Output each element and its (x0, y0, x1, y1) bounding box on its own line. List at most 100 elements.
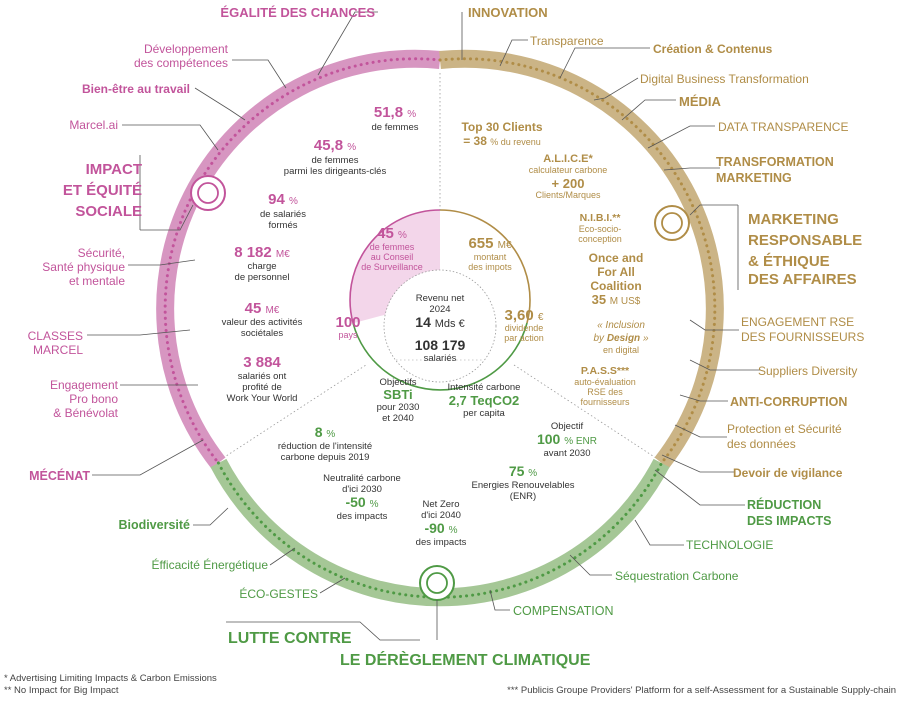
kpi-wyw-l2: profité de (242, 382, 282, 393)
label-reduction-2: DES IMPACTS (747, 514, 832, 528)
kpi-personnel-l1: charge (247, 261, 276, 272)
label-mecenat: MÉCÉNAT (29, 468, 90, 483)
climate-kpis: 8 % réduction de l'intensité carbone dep… (278, 421, 597, 548)
connectors-marketing (461, 12, 760, 473)
kpi-top30-l1: Top 30 Clients (461, 120, 542, 134)
kpi-top30-l2: = 38 % du revenu (463, 134, 541, 148)
connectors-climate (193, 469, 745, 641)
kpi-societal-l1: valeur des activités (222, 317, 303, 328)
divider-left (219, 364, 367, 461)
dividend-l1: dividende (505, 323, 544, 333)
kpi-netzero-l3: des impacts (416, 537, 467, 548)
kpi-women-leaders-l1: de femmes (312, 155, 359, 166)
label-egalite: ÉGALITÉ DES CHANCES (220, 5, 375, 20)
revenue-year: 2024 (429, 304, 450, 315)
countries-label: pays (338, 330, 358, 340)
kpi-ofa-l2: For All (597, 265, 635, 279)
women-board-value: 45 % (377, 225, 407, 242)
social-kpis: 51,8 % de femmes 45,8 % de femmes parmi … (222, 104, 419, 404)
taxes-l2: des impots (468, 262, 512, 272)
dividend-value: 3,60 € (505, 307, 544, 324)
label-bien-etre: Bien-être au travail (82, 82, 190, 96)
kpi-ofa-l1: Once and (589, 251, 644, 265)
kpi-women-label: de femmes (372, 122, 419, 133)
center-circle (219, 73, 657, 461)
kpi-ibd-l2: by Design » (593, 333, 648, 344)
label-eng-rse-2: DES FOURNISSEURS (741, 330, 864, 344)
label-engagement-2: Pro bono (69, 392, 118, 406)
taxes-value: 655 M€ (468, 235, 512, 252)
revenue-label: Revenu net (416, 293, 465, 304)
sbti-l1: Objectifs (380, 377, 417, 388)
women-board-l1: de femmes (370, 242, 415, 252)
kpi-neutral-value: -50 % (345, 494, 378, 510)
climate-title-1: LUTTE CONTRE (228, 630, 352, 647)
ring-dots-climate (216, 461, 664, 599)
connectors-social (87, 11, 378, 476)
kpi-women-leaders-l2: parmi les dirigeants-clés (284, 166, 387, 177)
employees-value: 108 179 (415, 337, 466, 353)
kpi-neutral-l2: d'ici 2030 (342, 484, 382, 495)
marker-climate (419, 565, 455, 601)
sbti-l2: pour 2030 (377, 402, 420, 413)
label-sequestration: Séquestration Carbone (615, 569, 739, 583)
label-innovation: INNOVATION (468, 5, 548, 20)
label-protection-1: Protection et Sécurité (727, 422, 842, 436)
label-securite-2: Santé physique (42, 260, 125, 274)
kpi-enr-l2: (ENR) (510, 491, 536, 502)
kpi-women-leaders-value: 45,8 % (314, 137, 356, 154)
label-biodiversite: Biodiversité (118, 518, 190, 532)
label-classes-2: MARCEL (33, 343, 83, 357)
kpi-pass-l2: RSE des (587, 387, 623, 397)
kpi-ibd-l1: « Inclusion (597, 320, 645, 331)
kpi-personnel-value: 8 182 M€ (234, 244, 290, 261)
kpi-nibi-title: N.I.B.I.** (580, 212, 622, 224)
marketing-kpis: Top 30 Clients = 38 % du revenu A.L.I.C.… (461, 120, 649, 407)
label-transfo-1: TRANSFORMATION (716, 155, 834, 169)
climate-title-2: LE DÉRÈGLEMENT CLIMATIQUE (340, 650, 591, 669)
footnote-3: *** Publicis Groupe Providers' Platform … (507, 685, 896, 696)
label-media: MÉDIA (679, 94, 722, 109)
kpi-enr-l1: Energies Renouvelables (472, 480, 575, 491)
kpi-alice-l2: Clients/Marques (535, 190, 601, 200)
kpi-women-value: 51,8 % (374, 104, 416, 121)
label-creation: Création & Contenus (653, 42, 773, 56)
women-board-l2: au Conseil (371, 252, 414, 262)
kpi-alice-title: A.L.I.C.E* (543, 153, 593, 165)
divider-right (513, 364, 657, 459)
label-protection-2: des données (727, 437, 796, 451)
kpi-societal-value: 45 M€ (245, 300, 280, 317)
sbti-l3: et 2040 (382, 413, 414, 424)
employees-label: salariés (424, 353, 457, 364)
kpi-societal-l2: sociétales (241, 328, 283, 339)
marketing-title-2: RESPONSABLE (748, 232, 862, 249)
kpi-nibi-l1: Eco-socio- (579, 224, 622, 234)
label-dev-1: Développement (144, 42, 229, 56)
kpi-ibd-l3: en digital (603, 345, 639, 355)
women-board-l3: de Surveillance (361, 262, 423, 272)
kpi-pass-l3: fournisseurs (580, 397, 630, 407)
label-engagement-1: Engagement (50, 378, 119, 392)
social-title-1: IMPACT (86, 161, 142, 178)
social-inner-arc (349, 209, 441, 324)
kpi-pass-title: P.A.S.S*** (581, 365, 630, 377)
kpi-enr-value: 75 % (509, 463, 537, 479)
kpi-personnel-l2: de personnel (235, 272, 290, 283)
label-data-transparence: DATA TRANSPARENCE (718, 120, 848, 134)
center-texts: 45 % de femmes au Conseil de Surveillanc… (335, 225, 543, 424)
label-compensation: COMPENSATION (513, 604, 613, 618)
label-classes-1: CLASSES (28, 329, 83, 343)
label-anti-corruption: ANTI-CORRUPTION (730, 395, 847, 409)
label-transparence: Transparence (530, 34, 604, 48)
label-devoir: Devoir de vigilance (733, 466, 843, 480)
revenue-value: 14 Mds € (415, 314, 464, 330)
social-title-3: SOCIALE (75, 203, 142, 220)
kpi-alice-value: + 200 (552, 176, 585, 191)
kpi-netzero-l2: d'ici 2040 (421, 510, 461, 521)
kpi-neutral-l1: Neutralité carbone (323, 473, 401, 484)
climate-inner-arc (352, 322, 528, 391)
kpi-pass-l1: auto-évaluation (574, 377, 636, 387)
label-dev-2: des compétences (134, 56, 228, 70)
